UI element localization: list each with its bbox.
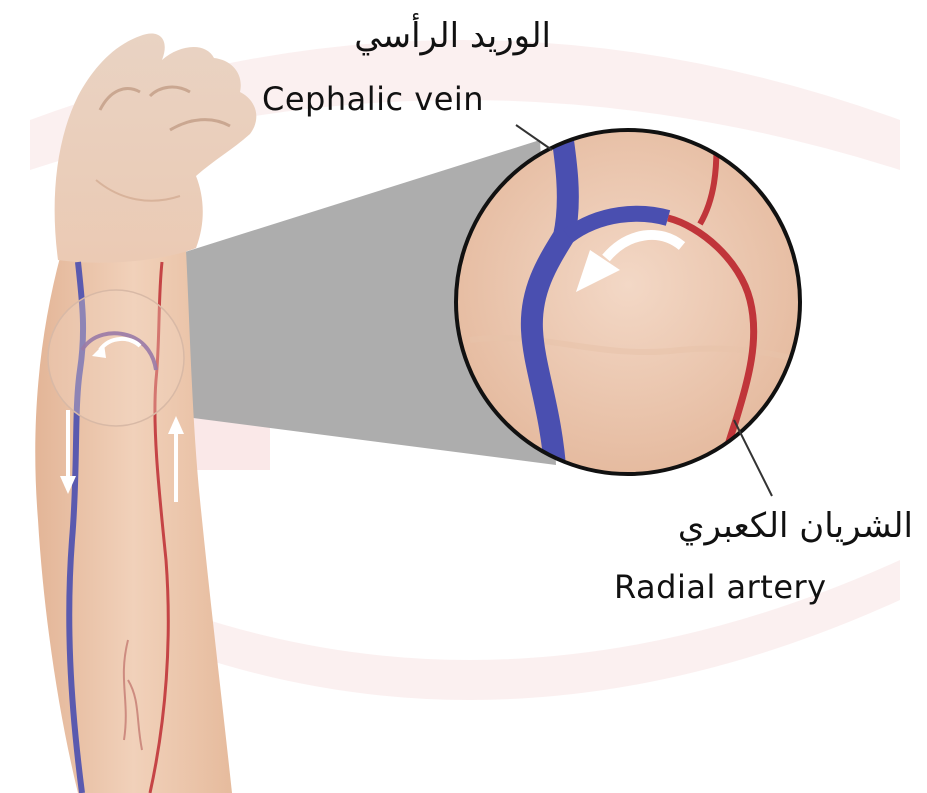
hand	[55, 33, 257, 262]
cephalic-vein-label-english: Cephalic vein	[262, 80, 484, 118]
radial-artery-leader	[734, 420, 772, 496]
radial-artery-label-english: Radial artery	[614, 568, 827, 606]
zoom-area-highlight	[48, 290, 184, 426]
radial-artery-label-arabic: الشريان الكعبري	[678, 506, 913, 546]
cephalic-vein-label-arabic: الوريد الرأسي	[354, 16, 551, 56]
